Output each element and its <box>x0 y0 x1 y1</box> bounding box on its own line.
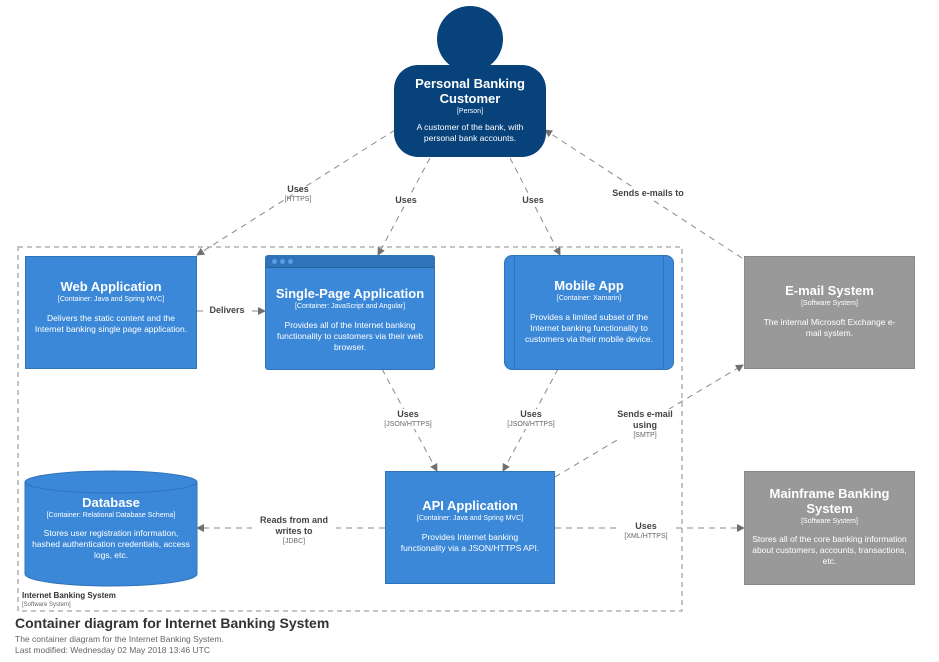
web-app-desc: Delivers the static content and the Inte… <box>34 313 188 334</box>
system-boundary <box>17 246 683 612</box>
mobile-app-tech: [Container: Xamarin] <box>556 295 622 302</box>
person-title: Personal Banking Customer <box>415 76 525 106</box>
diagram-title: Container diagram for Internet Banking S… <box>15 615 330 631</box>
mobile-app-title: Mobile App <box>554 278 624 293</box>
label-text: Uses <box>520 409 542 419</box>
label-tech: [JSON/HTTPS] <box>384 421 432 428</box>
database-tech: [Container: Relational Database Schema] <box>46 512 176 519</box>
label-text: Uses <box>397 409 419 419</box>
spa-tech: [Container: JavaScript and Angular] <box>294 303 406 310</box>
person-head-icon <box>437 6 503 72</box>
email-tech: [Software System] <box>801 300 858 307</box>
web-app-title: Web Application <box>60 279 162 294</box>
person-personal-banking-customer[interactable]: Personal Banking Customer [Person] A cus… <box>394 65 546 157</box>
label-text: Sends e-mail using <box>617 409 673 430</box>
api-app-tech: [Container: Java and Spring MVC] <box>416 515 524 522</box>
label-email-person: Sends e-mails to <box>600 188 696 199</box>
edge-person-mobile <box>509 157 561 256</box>
spa-desc: Provides all of the Internet banking fun… <box>277 320 423 352</box>
container-api-application[interactable]: API Application [Container: Java and Spr… <box>385 471 555 584</box>
diagram-subtitle: The container diagram for the Internet B… <box>15 634 224 644</box>
browser-dot-icon <box>288 259 293 264</box>
container-mobile-app[interactable]: Mobile App [Container: Xamarin] Provides… <box>504 255 674 370</box>
container-single-page-application[interactable]: Single-Page Application [Container: Java… <box>265 255 435 370</box>
label-text: Uses <box>395 195 417 205</box>
label-person-spa: Uses <box>386 195 426 206</box>
browser-dot-icon <box>280 259 285 264</box>
email-title: E-mail System <box>785 283 874 298</box>
mobile-app-desc: Provides a limited subset of the Interne… <box>524 312 654 344</box>
label-api-email: Sends e-mail using [SMTP] <box>610 409 680 440</box>
label-person-mobile: Uses <box>513 195 553 206</box>
browser-dot-icon <box>272 259 277 264</box>
person-tech: [Person] <box>456 108 484 115</box>
label-api-db: Reads from and writes to [JDBC] <box>252 515 336 546</box>
browser-bar <box>266 256 434 268</box>
label-tech: [JSON/HTTPS] <box>507 421 555 428</box>
label-text: Reads from and writes to <box>259 515 328 536</box>
container-database[interactable]: Database [Container: Relational Database… <box>25 495 197 585</box>
label-api-mainframe: Uses [XML/HTTPS] <box>616 521 676 541</box>
label-tech: [HTTPS] <box>284 196 312 203</box>
label-spa-api: Uses [JSON/HTTPS] <box>378 409 438 429</box>
mainframe-desc: Stores all of the core banking informati… <box>752 534 907 566</box>
external-mainframe-banking-system[interactable]: Mainframe Banking System [Software Syste… <box>744 471 915 585</box>
container-web-application[interactable]: Web Application [Container: Java and Spr… <box>25 256 197 369</box>
label-text: Sends e-mails to <box>612 188 684 198</box>
boundary-tech: [Software System] <box>22 602 71 608</box>
mobile-screen-edge <box>514 256 515 369</box>
person-desc: A customer of the bank, with personal ba… <box>416 122 524 143</box>
database-desc: Stores user registration information, ha… <box>32 528 190 560</box>
api-app-title: API Application <box>422 498 518 513</box>
boundary-label: Internet Banking System [Software System… <box>22 591 116 609</box>
email-desc: The internal Microsoft Exchange e-mail s… <box>763 317 896 338</box>
label-person-web: Uses [HTTPS] <box>268 184 328 204</box>
mobile-screen-edge <box>663 256 664 369</box>
web-app-tech: [Container: Java and Spring MVC] <box>57 296 165 303</box>
label-web-spa: Delivers <box>204 305 250 316</box>
database-title: Database <box>82 495 140 510</box>
label-text: Uses <box>522 195 544 205</box>
boundary-title: Internet Banking System <box>22 591 116 600</box>
label-text: Uses <box>287 184 309 194</box>
label-tech: [XML/HTTPS] <box>624 533 668 540</box>
edge-api-email <box>554 364 744 478</box>
api-app-desc: Provides Internet banking functionality … <box>400 532 540 553</box>
mainframe-tech: [Software System] <box>801 518 858 525</box>
label-mobile-api: Uses [JSON/HTTPS] <box>501 409 561 429</box>
label-tech: [SMTP] <box>633 432 657 439</box>
spa-title: Single-Page Application <box>275 286 425 301</box>
edge-person-spa <box>377 157 431 256</box>
label-text: Delivers <box>209 305 245 315</box>
diagram-last-modified: Last modified: Wednesday 02 May 2018 13:… <box>15 645 210 655</box>
label-text: Uses <box>635 521 657 531</box>
mainframe-title: Mainframe Banking System <box>769 486 890 516</box>
label-tech: [JDBC] <box>282 538 306 545</box>
database-cylinder-icon <box>24 470 198 587</box>
external-email-system[interactable]: E-mail System [Software System] The inte… <box>744 256 915 369</box>
